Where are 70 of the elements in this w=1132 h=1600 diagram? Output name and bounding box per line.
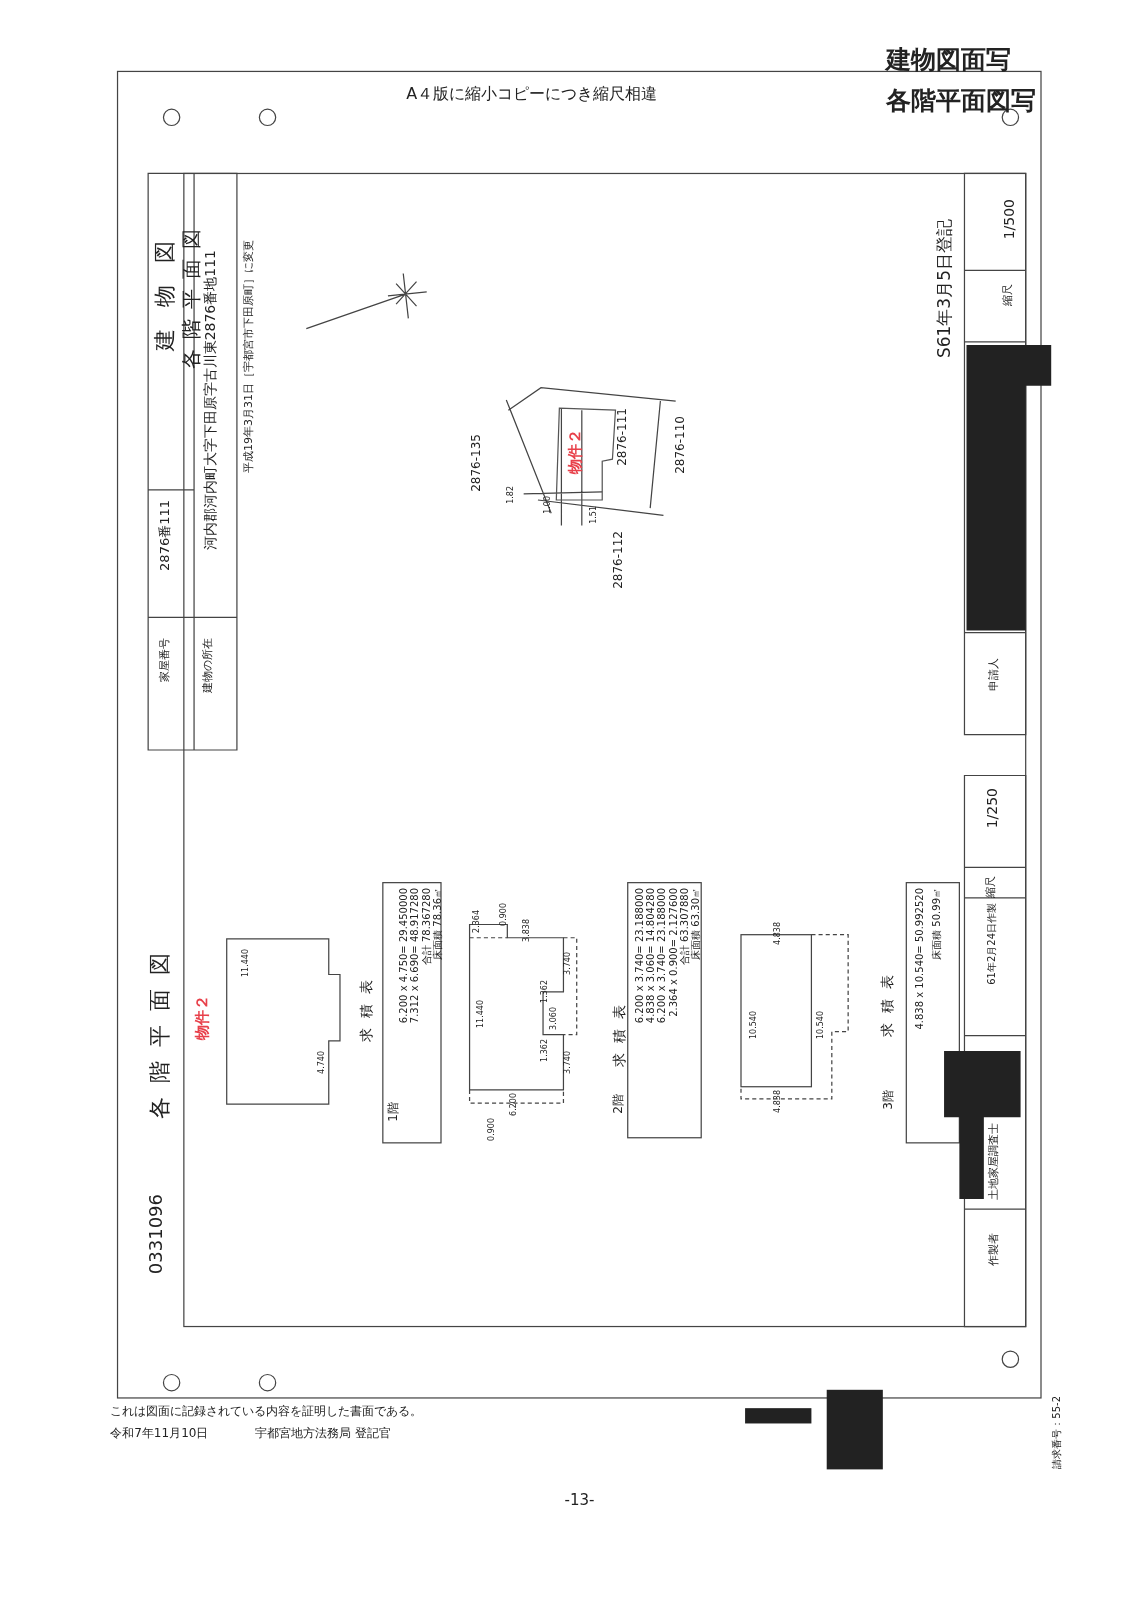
cell-label: 建物の所在	[202, 637, 215, 693]
heading: 建物図面写	[886, 45, 1011, 74]
table-row: 合計 63.307880	[678, 888, 690, 966]
cell-value: 河内郡河内町大字下田原字古川東2876番地111	[203, 250, 219, 551]
table-row: 7.312 x 6.690= 48.917280	[409, 888, 421, 1024]
scale-value: 1/250	[985, 788, 1001, 829]
form-title: 建物図	[153, 219, 178, 352]
cell-label: 申請人	[988, 658, 1001, 692]
dimension-label: 6.200	[510, 1093, 520, 1117]
note: 平成19年3月31日［宇都宮市下田原町］に変更	[242, 239, 255, 473]
dimension-label: 0.900	[500, 903, 509, 927]
table-heading: 3階	[881, 1090, 896, 1110]
certification-text: これは図面に記録されている内容を証明した書面である。	[110, 1404, 423, 1418]
table-heading: 1階	[386, 1102, 401, 1123]
lot-number: 2876-110	[673, 416, 687, 475]
request-number: 請求番号：55-2	[1051, 1396, 1063, 1470]
cell-label: 作製者	[988, 1233, 1001, 1267]
lot-number: 2876-111	[615, 408, 629, 467]
document-number: 0331096	[145, 1194, 166, 1275]
cell-label: 縮尺	[1002, 283, 1015, 306]
note: A４版に縮小コピーにつき縮尺相違	[406, 84, 658, 103]
table-row: 床面積 78.36㎡	[431, 888, 443, 960]
property-label: 物件２	[193, 995, 211, 1041]
dimension-label: 1.362	[541, 1039, 550, 1062]
table-row: 4.838 x 10.540= 50.992520	[913, 888, 925, 1030]
dimension-label: 4.838	[773, 921, 783, 945]
form-title: 各階平面図	[179, 219, 202, 370]
page-number: -13-	[564, 1492, 595, 1509]
certification-date: 令和7年11月10日	[110, 1427, 209, 1441]
dimension-label: 1.00	[544, 496, 553, 514]
table-heading: 求積表	[359, 969, 375, 1042]
dimension-label: 0.900	[487, 1117, 497, 1141]
dimension-label: 10.540	[816, 1010, 826, 1039]
dimension-label: 10.540	[750, 1010, 760, 1039]
cell-value: 61年2月24日作製	[986, 903, 998, 986]
dimension-label: 3.740	[564, 952, 574, 976]
form-title: 各階平面図	[148, 939, 173, 1120]
heading: 各階平面図写	[886, 86, 1036, 115]
table-heading: 2階	[612, 1094, 626, 1114]
table-heading: 求積表	[879, 964, 896, 1037]
certification-text: 宇都宮地方法務局 登記官	[255, 1427, 391, 1441]
cell-label: 縮尺	[985, 875, 998, 898]
lot-number: 2876-135	[469, 433, 483, 492]
dimension-label: 3.060	[550, 1007, 559, 1031]
table-row: 4.838 x 3.060= 14.804280	[645, 888, 657, 1024]
cell-label: 家屋番号	[159, 637, 172, 682]
dimension-label: 3.740	[564, 1051, 574, 1075]
cell-value: 2876番111	[158, 500, 173, 572]
dimension-label: 11.440	[476, 1000, 486, 1029]
property-label: 物件２	[566, 428, 583, 474]
table-heading: 求積表	[612, 995, 628, 1068]
registration-note: S61年3月5日登記	[935, 219, 954, 359]
table-row: 6.200 x 4.750= 29.450000	[398, 888, 410, 1024]
dimension-label: 3.838	[522, 918, 532, 942]
table-row: 6.200 x 3.740= 23.188000	[656, 888, 668, 1024]
dimension-label: 4.838	[773, 1090, 783, 1114]
dimension-label: 1.82	[507, 485, 517, 504]
table-row: 床面積 63.30㎡	[690, 888, 701, 960]
table-row: 合計 78.367280	[420, 888, 432, 966]
scale-value: 1/500	[1002, 199, 1018, 240]
dimension-label: 1.362	[541, 979, 550, 1003]
cell-value: 土地家屋調査士	[988, 1122, 1001, 1200]
table-row: 6.200 x 3.740= 23.188000	[633, 888, 645, 1024]
lot-number: 2876-112	[612, 530, 626, 589]
dimension-label: 2.364	[472, 910, 482, 934]
dimension-label: 1.51	[590, 506, 599, 525]
dimension-label: 4.740	[318, 1051, 328, 1075]
table-row: 2.364 x 0.900= 2.127600	[667, 888, 679, 1017]
table-row: 床面積 50.99㎡	[930, 888, 942, 960]
dimension-label: 11.440	[241, 949, 251, 978]
